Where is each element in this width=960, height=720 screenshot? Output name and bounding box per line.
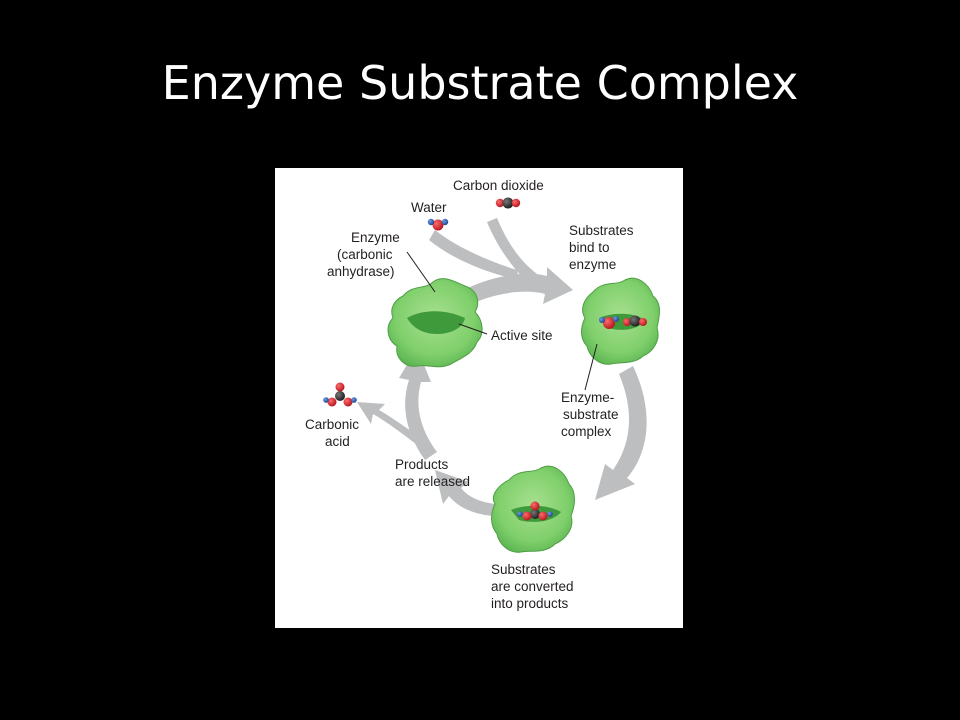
label-enzyme-substrate-complex: Enzyme- substrate complex [561, 390, 622, 439]
label-enzyme: Enzyme (carbonic anhydrase) [327, 230, 404, 279]
arrow-right-arc [595, 366, 647, 500]
label-carbon-dioxide: Carbon dioxide [453, 178, 544, 193]
enzyme-cycle-diagram: Carbon dioxide Water Enzyme (carbonic an… [275, 168, 683, 628]
label-water: Water [411, 200, 447, 215]
arrow-products-out [357, 402, 427, 448]
leader-lines [406, 251, 598, 391]
leader-active-site [458, 323, 488, 335]
cycle-arrows [357, 218, 647, 516]
enzyme-product-bound [491, 465, 575, 553]
carbonic-acid-molecule [323, 382, 357, 407]
leader-es-complex [584, 343, 598, 391]
label-carbonic-acid: Carbonic acid [305, 417, 363, 449]
label-substrates-bind: Substrates bind to enzyme [569, 223, 637, 272]
water-molecule [427, 218, 449, 231]
diagram-canvas: Carbon dioxide Water Enzyme (carbonic an… [305, 178, 660, 611]
arrow-co2-in [487, 218, 537, 282]
label-active-site: Active site [491, 328, 553, 343]
label-products-released: Products are released [395, 457, 470, 489]
leader-enzyme [406, 251, 436, 293]
arrow-left-arc [399, 348, 437, 460]
arrow-water-in [429, 230, 519, 280]
slide-title: Enzyme Substrate Complex [161, 56, 799, 110]
arrow-bottom-arc [435, 470, 495, 516]
enzyme-free [387, 278, 483, 368]
carbon-dioxide-molecule [495, 197, 521, 209]
active-site-pocket [407, 311, 465, 334]
enzyme-substrate-bound [581, 277, 660, 365]
label-substrates-converted: Substrates are converted into products [491, 562, 577, 611]
arrow-top-arc [453, 267, 573, 308]
